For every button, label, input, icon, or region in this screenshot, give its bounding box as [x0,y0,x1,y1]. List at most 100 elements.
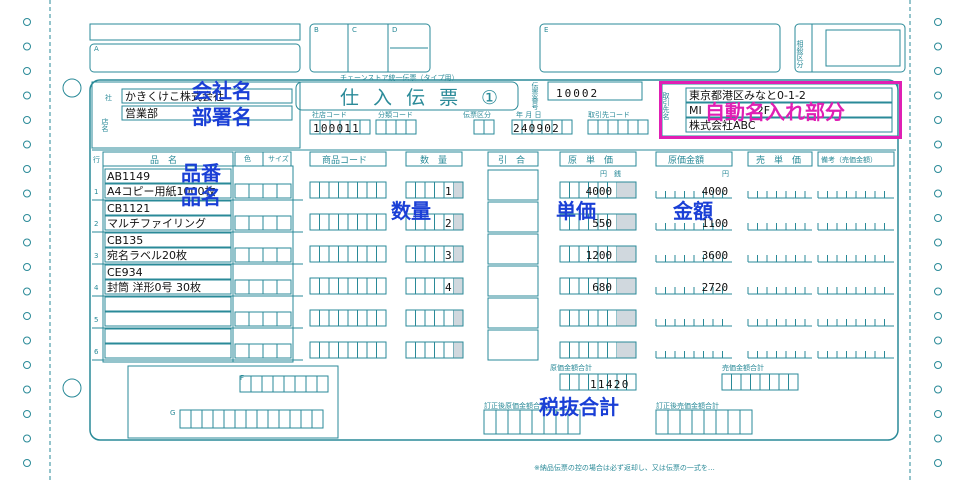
product-code-cell[interactable] [357,341,368,359]
unit-cost-cell[interactable] [617,246,627,262]
product-code-cell[interactable] [309,181,320,199]
unit-cost-cell[interactable] [626,214,637,230]
product-code-cell[interactable] [347,213,358,231]
color-size-cell[interactable] [262,247,278,263]
product-code-cell[interactable] [366,277,377,295]
product-code-cell[interactable] [376,277,387,295]
product-code-cell[interactable] [319,309,330,327]
color-size-cell[interactable] [262,311,278,327]
discount-cell[interactable] [487,201,539,233]
qty-cell[interactable] [453,278,464,294]
color-size-cell[interactable] [262,183,278,199]
color-size-cell[interactable] [234,247,250,263]
item-name-field[interactable] [104,247,232,263]
discount-cell[interactable] [487,169,539,201]
qty-cell[interactable] [424,341,435,359]
qty-cell[interactable] [434,181,445,199]
product-code-cell[interactable] [309,341,320,359]
color-size-cell[interactable] [248,279,264,295]
qty-cell[interactable] [424,309,435,327]
qty-cell[interactable] [424,181,435,199]
product-code-cell[interactable] [338,309,349,327]
product-code-cell[interactable] [338,341,349,359]
unit-cost-cell[interactable] [617,342,627,358]
product-code-cell[interactable] [366,213,377,231]
qty-cell[interactable] [434,309,445,327]
discount-cell[interactable] [487,265,539,297]
product-code-cell[interactable] [338,245,349,263]
product-code-cell[interactable] [376,309,387,327]
qty-cell[interactable] [453,310,464,326]
product-code-cell[interactable] [347,341,358,359]
product-code-cell[interactable] [328,277,339,295]
color-size-cell[interactable] [276,279,292,295]
product-code-cell[interactable] [328,309,339,327]
qty-cell[interactable] [434,277,445,295]
item-code-field[interactable] [104,168,232,184]
unit-cost-cell[interactable] [626,310,637,326]
product-code-cell[interactable] [347,181,358,199]
unit-cost-cell[interactable] [588,341,599,359]
color-size-cell[interactable] [276,343,292,359]
qty-cell[interactable] [405,277,416,295]
color-size-cell[interactable] [276,183,292,199]
qty-cell[interactable] [434,213,445,231]
item-name-field[interactable] [104,279,232,295]
product-code-cell[interactable] [347,309,358,327]
unit-cost-cell[interactable] [559,181,570,199]
unit-cost-cell[interactable] [588,309,599,327]
color-size-cell[interactable] [248,343,264,359]
unit-cost-cell[interactable] [578,277,589,295]
color-size-cell[interactable] [276,215,292,231]
product-code-cell[interactable] [328,181,339,199]
discount-cell[interactable] [487,329,539,361]
unit-cost-cell[interactable] [559,309,570,327]
unit-cost-cell[interactable] [559,277,570,295]
qty-cell[interactable] [453,246,464,262]
qty-cell[interactable] [424,277,435,295]
department-field[interactable] [121,105,293,121]
unit-cost-cell[interactable] [569,245,580,263]
color-size-cell[interactable] [262,215,278,231]
product-code-cell[interactable] [366,245,377,263]
product-code-cell[interactable] [376,341,387,359]
product-code-cell[interactable] [338,213,349,231]
product-code-cell[interactable] [328,341,339,359]
qty-cell[interactable] [405,181,416,199]
company-name-field[interactable] [121,88,293,104]
color-size-cell[interactable] [248,183,264,199]
supplier-name-field[interactable] [685,117,893,133]
qty-cell[interactable] [434,245,445,263]
unit-cost-cell[interactable] [626,182,637,198]
item-code-field[interactable] [104,200,232,216]
product-code-cell[interactable] [319,213,330,231]
unit-cost-cell[interactable] [569,277,580,295]
product-code-cell[interactable] [357,309,368,327]
qty-cell[interactable] [434,341,445,359]
color-size-cell[interactable] [234,183,250,199]
color-size-cell[interactable] [262,279,278,295]
color-size-cell[interactable] [234,279,250,295]
product-code-cell[interactable] [357,277,368,295]
qty-cell[interactable] [405,245,416,263]
unit-cost-cell[interactable] [626,246,637,262]
unit-cost-cell[interactable] [617,310,627,326]
product-code-cell[interactable] [309,309,320,327]
supplier-address-field[interactable] [685,87,893,103]
qty-cell[interactable] [415,277,426,295]
product-code-cell[interactable] [357,245,368,263]
qty-cell[interactable] [405,341,416,359]
product-code-cell[interactable] [357,213,368,231]
unit-cost-cell[interactable] [597,341,608,359]
supplier-line2-field[interactable] [685,102,893,118]
product-code-cell[interactable] [376,245,387,263]
discount-cell[interactable] [487,233,539,265]
item-name-field[interactable] [104,343,232,359]
item-name-field[interactable] [104,311,232,327]
product-code-cell[interactable] [347,277,358,295]
product-code-cell[interactable] [376,213,387,231]
unit-cost-cell[interactable] [597,309,608,327]
product-code-cell[interactable] [328,245,339,263]
qty-cell[interactable] [443,341,454,359]
unit-cost-cell[interactable] [617,214,627,230]
